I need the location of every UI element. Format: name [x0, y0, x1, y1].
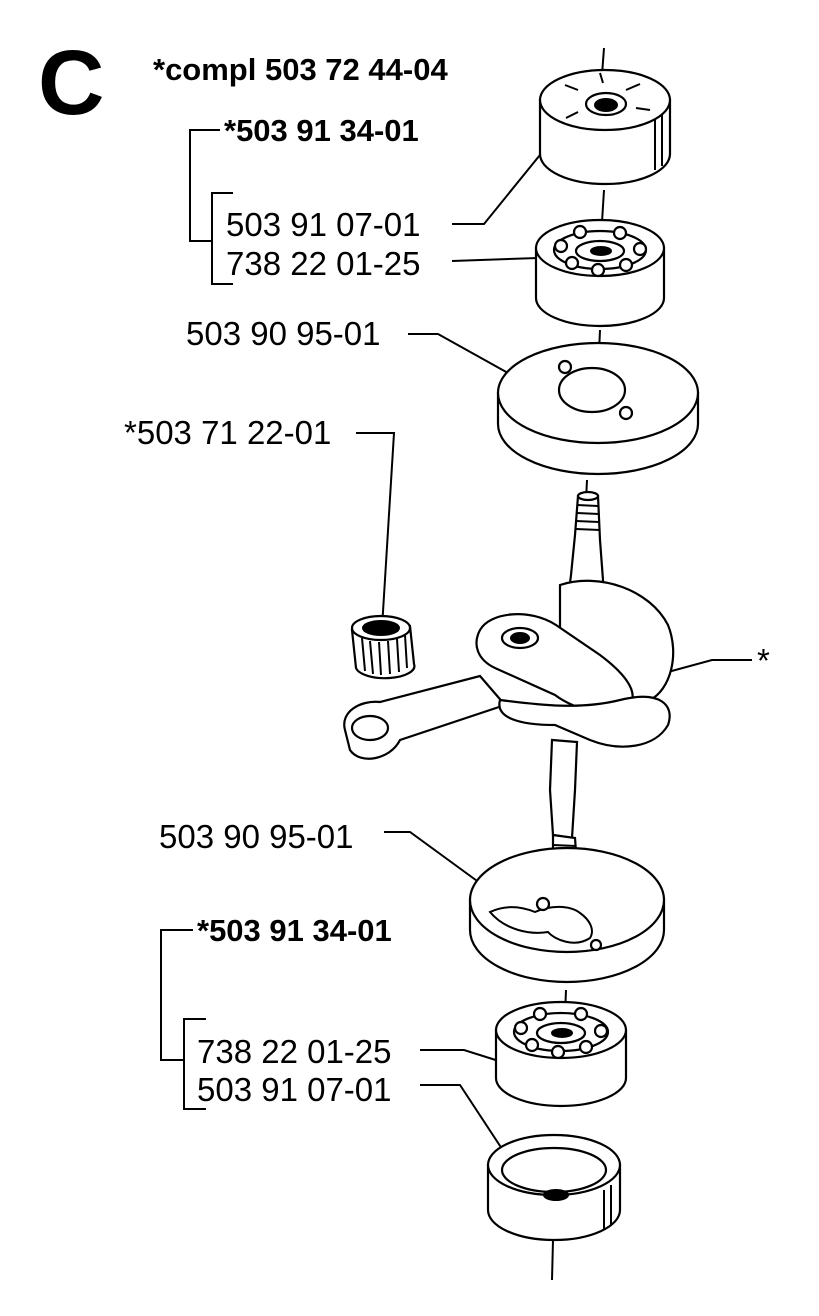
lower-gasket [468, 846, 666, 984]
leader-lower-seal [420, 1084, 509, 1159]
needle-bearing [350, 614, 416, 680]
upper-oil-seal [538, 68, 672, 186]
upper-gasket [496, 341, 700, 476]
upper-gasket-label: 503 90 95-01 [186, 315, 381, 352]
leader-needle-bearing [356, 432, 396, 629]
upper-seal-label: 503 91 07-01 [226, 206, 421, 243]
section-letter: C [38, 32, 104, 134]
lower-seal-label: 503 91 07-01 [197, 1071, 392, 1108]
lower-ball-bearing [494, 1000, 628, 1108]
upper-bearing-label: 738 22 01-25 [226, 245, 421, 282]
leader-lower-gasket [384, 831, 485, 887]
upper-kit-label: *503 91 34-01 [224, 113, 419, 148]
leader-upper-seal [452, 149, 545, 225]
lower-kit-label: *503 91 34-01 [197, 913, 392, 948]
leader-upper-bearing [451, 257, 539, 262]
leader-crankshaft [667, 659, 752, 673]
leader-lower-bearing [420, 1049, 503, 1063]
needle-bearing-label: *503 71 22-01 [124, 414, 331, 451]
crankshaft [343, 490, 675, 893]
lower-kit-bracket [160, 929, 193, 1061]
lower-bearing-label: 738 22 01-25 [197, 1033, 392, 1070]
leader-upper-gasket [408, 333, 509, 374]
upper-kit-bracket [189, 129, 220, 242]
lower-gasket-label: 503 90 95-01 [159, 818, 354, 855]
lower-pair-bracket [183, 1018, 206, 1110]
complete-assembly-label: *compl 503 72 44-04 [153, 52, 448, 87]
upper-pair-bracket [211, 192, 233, 285]
crankshaft-label: * [757, 642, 770, 679]
upper-ball-bearing [534, 218, 666, 328]
lower-oil-seal [486, 1133, 622, 1242]
